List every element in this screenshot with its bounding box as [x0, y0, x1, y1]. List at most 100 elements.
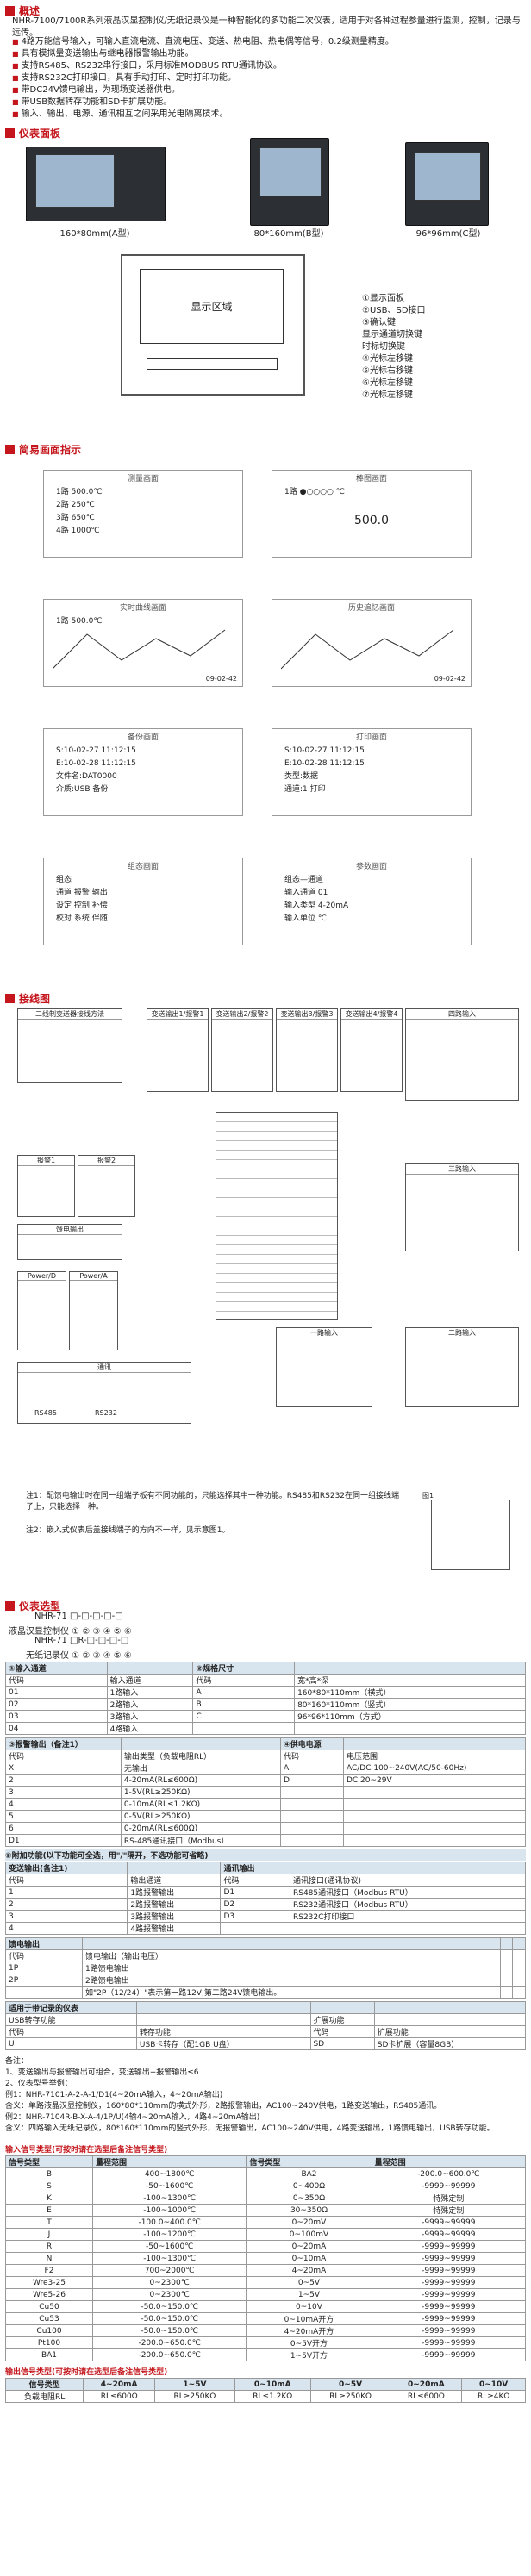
table-cell: S: [5, 2180, 93, 2192]
table-cell: D3: [220, 1910, 290, 1923]
table-cell: -9999~99999: [371, 2336, 527, 2349]
table-cell: [373, 2001, 527, 2014]
table-cell: 代码: [192, 1674, 296, 1687]
table-cell: R: [5, 2240, 93, 2253]
table-cell: 0~2300℃: [91, 2276, 247, 2289]
table-cell: 代码: [5, 2025, 137, 2038]
table-cell: RL≤600Ω: [83, 2390, 156, 2403]
feature-item: 带DC24V馈电输出，为现场变送器供电。: [12, 84, 521, 97]
model-line-1: 液晶汉显控制仪 ① ② ③ ④ ⑤ ⑥: [9, 1627, 132, 1637]
table-cell: [342, 1786, 527, 1799]
wiring-label: 一路输入: [277, 1328, 372, 1338]
screen-row: 通道:1 打印: [284, 785, 326, 794]
section-marker-icon: [5, 6, 15, 16]
table-cell: [289, 1922, 527, 1935]
screens-header: 简易画面指示: [5, 442, 81, 457]
legend-item: ②USB、SD接口: [362, 306, 426, 315]
screen-value: 500.0: [353, 514, 390, 527]
trend-curve: [53, 629, 226, 670]
table-cell: 馈电输出: [5, 1937, 83, 1950]
screen-row: 通道 报警 输出: [56, 889, 108, 897]
table-cell: -9999~99999: [371, 2324, 527, 2337]
table-cell: 4-20mA(RL≤600Ω): [120, 1774, 282, 1787]
table-cell: [120, 1737, 282, 1750]
table-cell: 通讯接口(通讯协议): [289, 1874, 527, 1887]
table-cell: USB转存功能: [5, 2013, 137, 2026]
screen-title: 测量画面: [127, 475, 159, 483]
screen-row: 组态—通道: [284, 876, 324, 884]
wiring-block: 二线制变送器接线方法: [17, 1008, 122, 1083]
table-cell: -9999~99999: [371, 2276, 527, 2289]
section-marker-icon: [5, 1601, 15, 1611]
table-cell: 0~20mA: [246, 2240, 372, 2253]
table-cell: 0-20mA(RL≤600Ω): [120, 1822, 282, 1835]
table-cell: -200.0~650.0℃: [91, 2336, 247, 2349]
table-cell: 0~350Ω: [246, 2192, 372, 2205]
table-cell: [81, 1937, 502, 1950]
table-cell: -100~1300℃: [91, 2192, 247, 2205]
table-cell: C: [192, 1710, 296, 1723]
table-cell: -9999~99999: [371, 2240, 527, 2253]
table-cell: 0~5V: [246, 2276, 372, 2289]
table-cell: 2路输入: [106, 1698, 194, 1711]
table-row: 适用于带记录的仪表: [5, 2001, 527, 2014]
wiring-label: RS485: [34, 1409, 57, 1417]
table-cell: [342, 1822, 527, 1835]
screen-title: 组态画面: [127, 863, 159, 871]
table-cell: J: [5, 2228, 93, 2241]
table-cell: 5: [5, 1810, 122, 1823]
table-cell: 特殊定制: [371, 2192, 527, 2205]
table-cell: 0~10V: [246, 2300, 372, 2313]
table-cell: 1P: [5, 1962, 83, 1974]
screen-title: 历史追忆画面: [347, 604, 395, 613]
wiring-label: 变送输出1/报警1: [147, 1009, 208, 1020]
table-cell: [342, 1737, 527, 1750]
model-line-2: 无纸记录仪 ① ② ③ ④ ⑤ ⑥: [26, 1651, 132, 1661]
table-cell: -9999~99999: [371, 2288, 527, 2301]
table-caption: 输出信号类型(可按时请在选型后备注信号类型): [5, 2368, 168, 2377]
wiring-block: 报警2: [78, 1155, 135, 1217]
screen-row: 输入单位 ℃: [284, 914, 327, 923]
table-cell: 4: [4, 1922, 128, 1935]
table-cell: 0~5V: [309, 2378, 391, 2391]
table-cell: -100~1300℃: [91, 2252, 247, 2265]
note-line: 例2：NHR-7104R-B-X-A-4/1P/U(4输4~20mA输入，4路4…: [5, 2113, 260, 2122]
table-cell: 400~1800℃: [91, 2167, 247, 2180]
table-cell: Wre3-25: [5, 2276, 93, 2289]
table-cell: [499, 1937, 514, 1950]
table-cell: [280, 1822, 344, 1835]
screen-row: 组态: [56, 876, 72, 884]
caption-c: 96*96mm(C型): [415, 229, 481, 239]
table-cell: [373, 2013, 527, 2026]
table-cell: -100~1200℃: [91, 2228, 247, 2241]
wiring-block: 变送输出3/报警3: [276, 1008, 338, 1092]
table-cell: D: [280, 1774, 344, 1787]
legend-item: 时标切换键: [362, 342, 405, 352]
legend-item: ⑤光标右移键: [362, 366, 413, 376]
table-cell: 4路报警输出: [127, 1922, 222, 1935]
table-cell: [309, 2001, 375, 2014]
table-cell: 0-5V(RL≥250KΩ): [120, 1810, 282, 1823]
display-area: 显示区域: [140, 269, 284, 344]
table-cell: [512, 1962, 526, 1974]
wiring-block: 馈电输出: [17, 1224, 122, 1260]
table-cell: 变送输出(备注1): [4, 1862, 128, 1874]
table-cell: [135, 2001, 311, 2014]
table-cell: 3路输入: [106, 1710, 194, 1723]
